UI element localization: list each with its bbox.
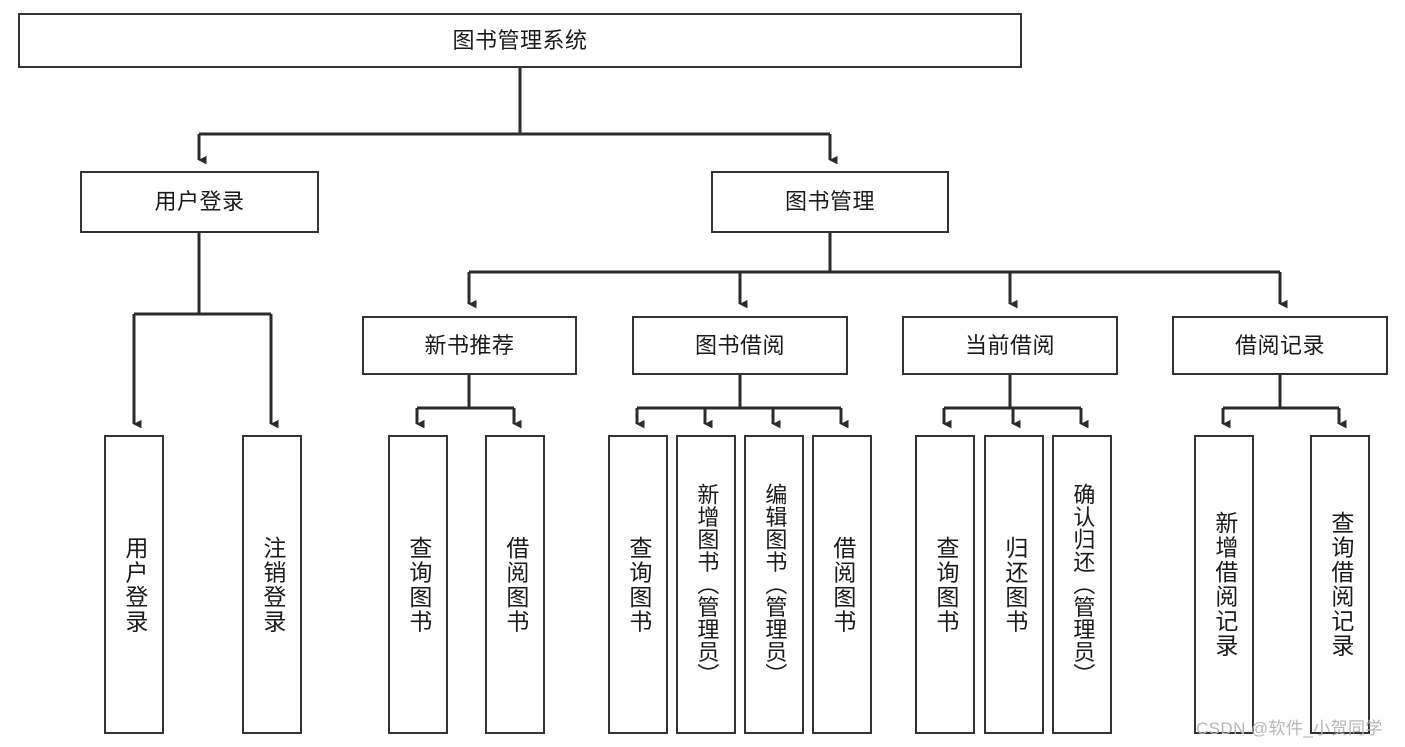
node-leaf-new-book-borrow[interactable]: 借阅图书: [485, 435, 545, 734]
node-leaf-label: 归还图书: [1001, 535, 1028, 634]
node-book-management-label: 图书管理: [784, 189, 875, 215]
node-leaf-label: 编辑图书（管理员）: [762, 483, 788, 686]
node-leaf-label: 查询借阅记录: [1327, 511, 1354, 658]
node-borrow-records-label: 借阅记录: [1234, 332, 1325, 358]
node-leaf-label: 查询图书: [405, 535, 432, 634]
node-borrow-records[interactable]: 借阅记录: [1172, 316, 1388, 375]
node-leaf-label: 借阅图书: [502, 535, 529, 634]
node-root-label: 图书管理系统: [452, 27, 588, 53]
node-leaf-label: 确认归还（管理员）: [1070, 483, 1096, 686]
node-user-login[interactable]: 用户登录: [80, 171, 319, 233]
node-leaf-current-query-book[interactable]: 查询图书: [915, 435, 975, 734]
node-leaf-records-query[interactable]: 查询借阅记录: [1310, 435, 1370, 734]
node-leaf-current-confirm-return-admin[interactable]: 确认归还（管理员）: [1052, 435, 1112, 734]
node-book-management[interactable]: 图书管理: [711, 171, 949, 233]
node-leaf-borrow-add-book-admin[interactable]: 新增图书（管理员）: [676, 435, 736, 734]
node-leaf-user-login-signin[interactable]: 用户登录: [104, 435, 164, 734]
node-leaf-borrow-borrow-book[interactable]: 借阅图书: [812, 435, 872, 734]
node-leaf-label: 用户登录: [121, 535, 148, 634]
node-user-login-label: 用户登录: [154, 189, 245, 215]
node-new-book-recommend[interactable]: 新书推荐: [362, 316, 577, 375]
node-leaf-new-book-query[interactable]: 查询图书: [388, 435, 448, 734]
node-leaf-label: 查询图书: [625, 535, 652, 634]
node-current-borrow-label: 当前借阅: [964, 332, 1055, 358]
node-leaf-label: 新增借阅记录: [1211, 511, 1238, 658]
node-leaf-label: 注销登录: [259, 535, 286, 634]
node-leaf-current-return-book[interactable]: 归还图书: [984, 435, 1044, 734]
node-leaf-label: 查询图书: [932, 535, 959, 634]
node-current-borrow[interactable]: 当前借阅: [902, 316, 1118, 375]
node-book-borrow[interactable]: 图书借阅: [632, 316, 848, 375]
node-leaf-user-login-signout[interactable]: 注销登录: [242, 435, 302, 734]
node-new-book-recommend-label: 新书推荐: [424, 332, 515, 358]
node-leaf-records-add[interactable]: 新增借阅记录: [1194, 435, 1254, 734]
node-root-book-management-system[interactable]: 图书管理系统: [18, 13, 1022, 68]
node-book-borrow-label: 图书借阅: [694, 332, 785, 358]
node-leaf-borrow-edit-book-admin[interactable]: 编辑图书（管理员）: [744, 435, 804, 734]
node-leaf-label: 借阅图书: [829, 535, 856, 634]
node-leaf-label: 新增图书（管理员）: [694, 483, 720, 686]
node-leaf-borrow-query-book[interactable]: 查询图书: [608, 435, 668, 734]
